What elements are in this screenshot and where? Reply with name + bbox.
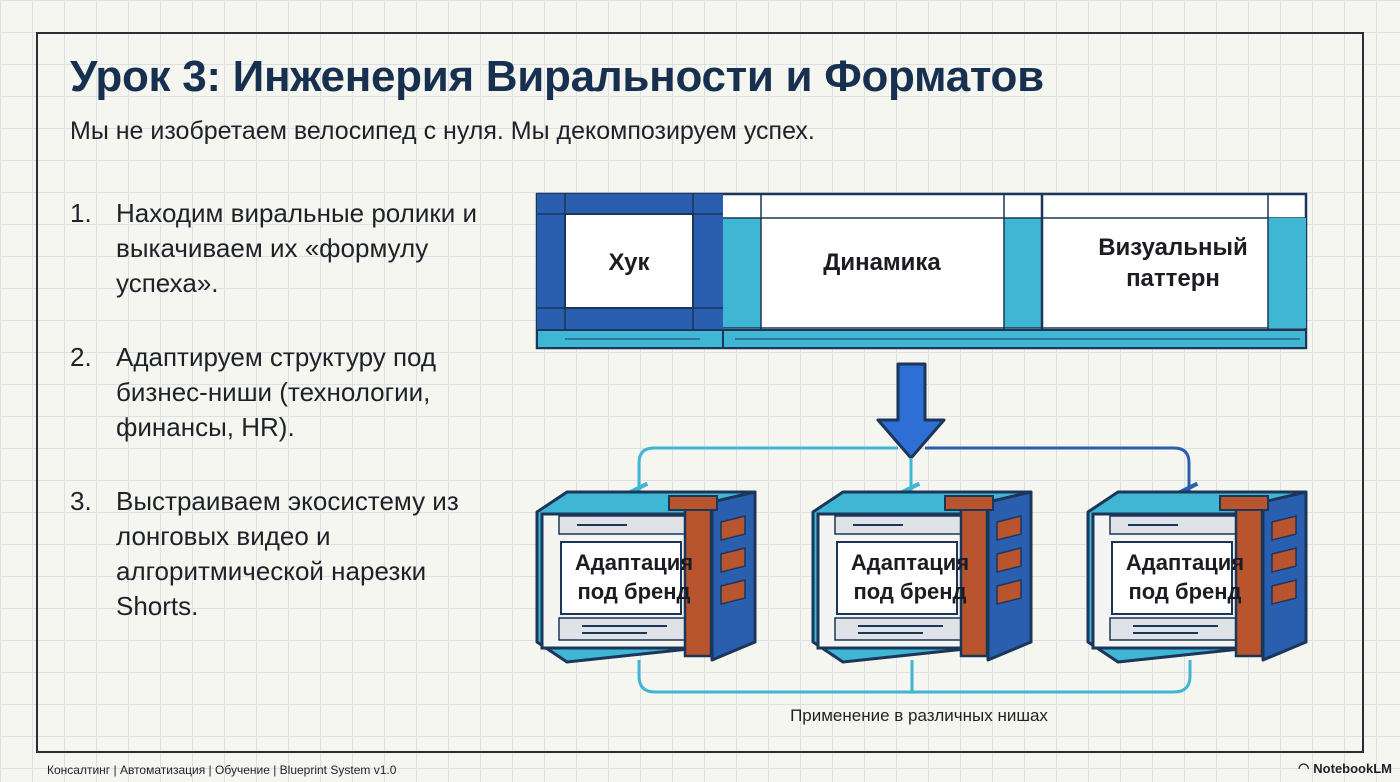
card-label-line2: под бренд xyxy=(1128,579,1241,604)
step-number: 2. xyxy=(70,342,92,372)
niches-caption: Применение в различных нишах xyxy=(790,706,1048,725)
footer-text: Консалтинг | Автоматизация | Обучение | … xyxy=(47,763,397,777)
brand-name: NotebookLM xyxy=(1313,760,1392,776)
adaptation-card: Адаптация под бренд xyxy=(535,490,757,664)
hook-segment: Хук xyxy=(537,194,723,348)
dynamics-label: Динамика xyxy=(823,249,941,276)
step-text: Адаптируем структуру под бизнес-ниши (те… xyxy=(116,342,437,442)
step-3: 3. Выстраиваем экосистему из лонговых ви… xyxy=(70,484,510,624)
notebooklm-logo-icon: ◠ xyxy=(1297,760,1310,775)
down-arrow-icon xyxy=(876,362,946,460)
dynamics-segment: Динамика xyxy=(723,194,1306,330)
card-label-line2: под бренд xyxy=(577,579,690,604)
step-number: 1. xyxy=(70,198,92,228)
hook-label: Хук xyxy=(608,249,650,276)
slide-frame xyxy=(36,32,1364,753)
step-text: Находим виральные ролики и выкачиваем их… xyxy=(116,198,478,298)
visual-pattern-segment: Визуальный паттерн xyxy=(1040,194,1306,330)
slide-subtitle: Мы не изобретаем велосипед с нуля. Мы де… xyxy=(70,117,815,145)
card-label-line2: под бренд xyxy=(853,579,966,604)
step-1: 1. Находим виральные ролики и выкачиваем… xyxy=(70,196,510,301)
step-number: 3. xyxy=(70,486,92,516)
brand: ◠ NotebookLM xyxy=(1298,760,1392,776)
visual-pattern-label-line2: паттерн xyxy=(1126,265,1220,292)
step-text: Выстраиваем экосистему из лонговых видео… xyxy=(116,486,459,621)
card-label-line1: Адаптация xyxy=(575,550,693,575)
connector-lines xyxy=(639,446,1190,694)
formula-bar: Хук Динамика Визуальный паттерн xyxy=(535,192,1308,350)
card-label-line1: Адаптация xyxy=(1126,550,1244,575)
step-2: 2. Адаптируем структуру под бизнес-ниши … xyxy=(70,340,510,445)
slide-title: Урок 3: Инженерия Виральности и Форматов xyxy=(70,52,1044,101)
card-label-line1: Адаптация xyxy=(851,550,969,575)
adaptation-card: Адаптация под бренд xyxy=(811,490,1033,664)
visual-pattern-label-line1: Визуальный xyxy=(1098,234,1248,261)
adaptation-card: Адаптация под бренд xyxy=(1086,490,1308,664)
